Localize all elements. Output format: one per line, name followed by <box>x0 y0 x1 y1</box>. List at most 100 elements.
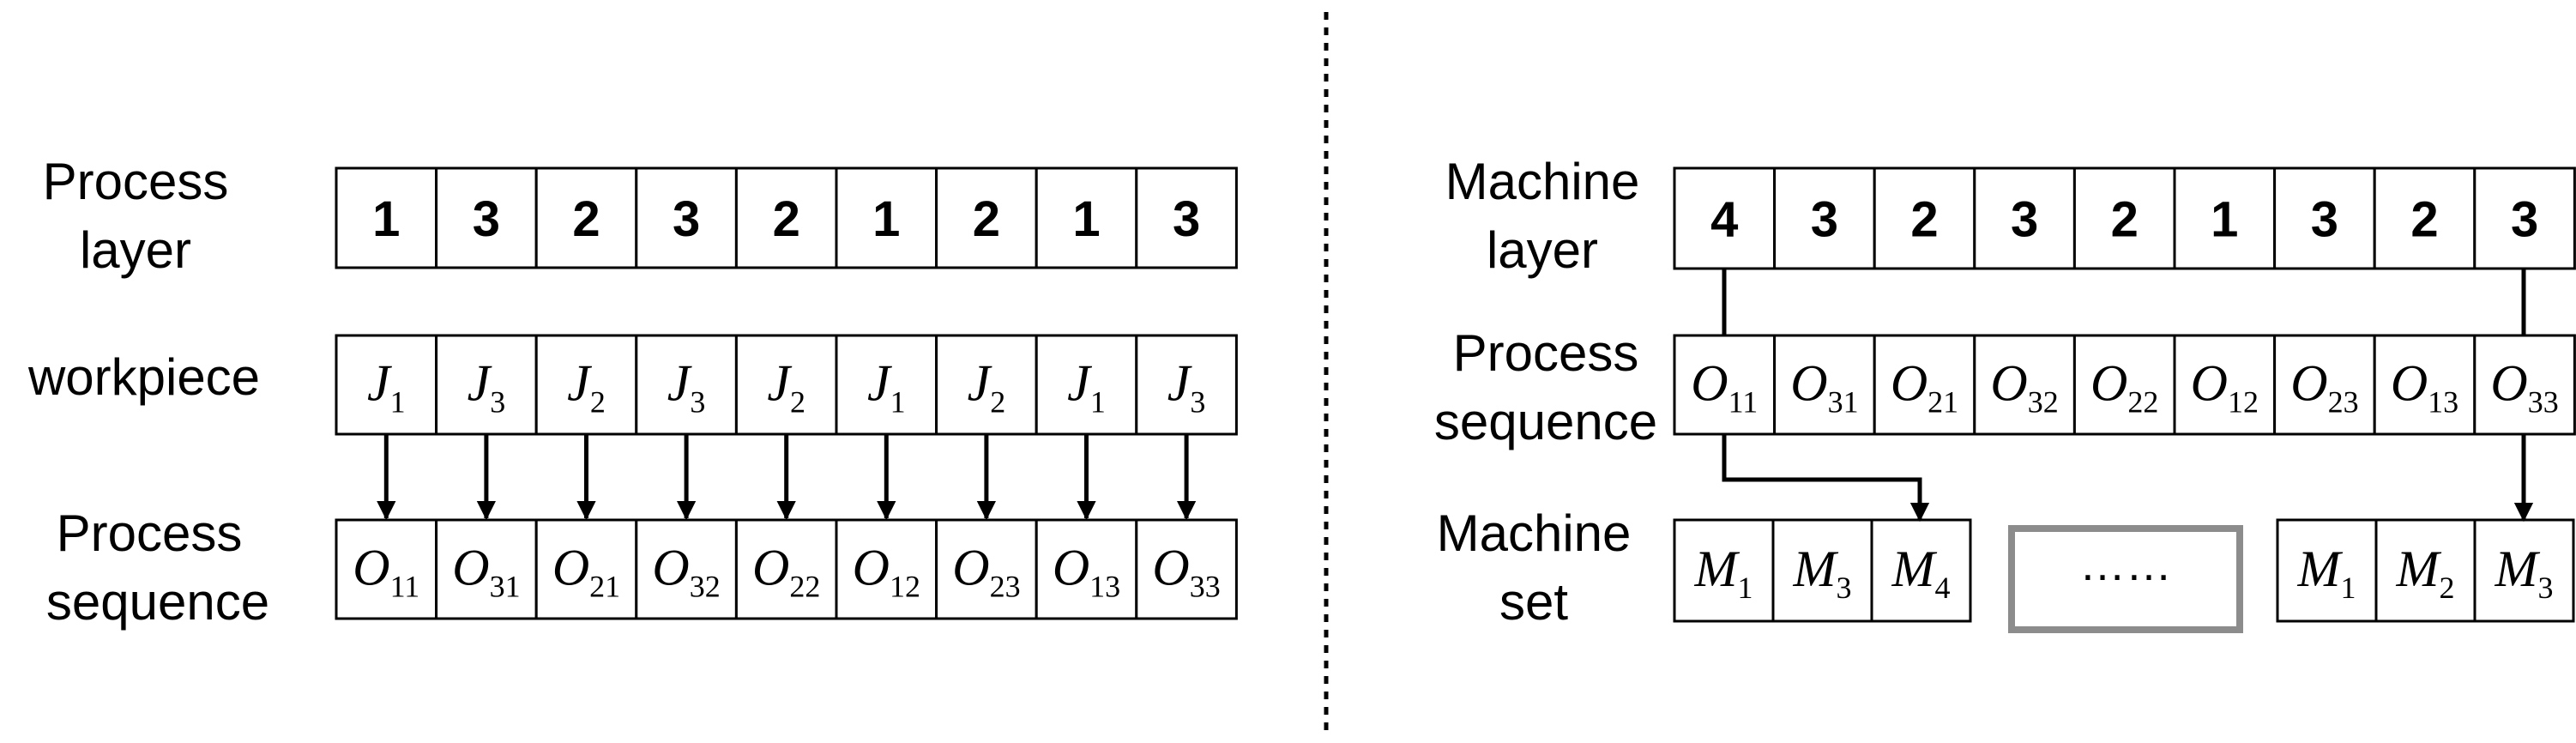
process-sequence-cell: O11 <box>335 518 438 620</box>
process-sequence-label-line2: sequence <box>46 573 269 631</box>
right-process-sequence-cell: O11 <box>1673 334 1777 436</box>
machine-layer-label-line1: Machine <box>1445 153 1640 210</box>
process-sequence-cell: O13 <box>1035 518 1138 620</box>
process-layer-cell-box <box>835 166 938 269</box>
process-layer-cell-box <box>734 166 838 269</box>
right-process-sequence-cell-box <box>1773 334 1876 436</box>
machine-layer-value: 4 <box>1710 192 1738 248</box>
machine-layer-cell: 2 <box>2072 166 2176 270</box>
machine-set-label-line2: set <box>1499 573 1568 631</box>
ellipsis-text: …… <box>2079 539 2172 590</box>
process-sequence-cell: O31 <box>435 518 538 620</box>
machine-layer-cell: 2 <box>2373 166 2476 270</box>
machine-set-last-symbol: M1 <box>2297 541 2356 605</box>
workpiece-label: workpiece <box>27 348 260 406</box>
right-process-sequence-cell: O22 <box>2072 334 2176 436</box>
workpiece-symbol: J2 <box>968 355 1006 420</box>
process-sequence-cell: O22 <box>734 518 838 620</box>
process-layer-cell-box <box>935 166 1038 269</box>
process-layer-cell: 1 <box>835 166 938 269</box>
machine-set-last-cell: M2 <box>2374 518 2476 623</box>
machine-layer-value: 2 <box>2410 192 2438 248</box>
workpiece-cell: J2 <box>935 334 1038 436</box>
workpiece-cell: J2 <box>534 334 638 436</box>
machine-set-first-cell: M4 <box>1870 518 1972 623</box>
process-layer-cell: 3 <box>635 166 738 269</box>
workpiece-cell: J1 <box>1035 334 1138 436</box>
right-process-sequence-cell: O23 <box>2273 334 2376 436</box>
machine-layer-cell-box <box>2273 166 2376 270</box>
process-layer-cell: 1 <box>1035 166 1138 269</box>
process-layer-cell: 1 <box>335 166 438 269</box>
right-process-sequence-cell-box <box>2273 334 2376 436</box>
process-layer-label-line2: layer <box>80 221 191 279</box>
process-layer-value: 3 <box>473 191 500 247</box>
right-process-sequence-cell-box <box>1873 334 1976 436</box>
process-layer-cell-box <box>335 166 438 269</box>
process-sequence-symbol: O32 <box>652 540 720 604</box>
workpiece-cell-box <box>1035 334 1138 436</box>
process-layer-value: 1 <box>1072 191 1100 247</box>
process-sequence-cell-box <box>935 518 1038 620</box>
process-layer-value: 3 <box>673 191 700 247</box>
machine-layer-value: 3 <box>2511 192 2538 248</box>
workpiece-symbol: J2 <box>767 355 805 420</box>
process-layer-value: 2 <box>572 191 600 247</box>
process-layer-cell-box <box>1135 166 1238 269</box>
machine-layer-label-line2: layer <box>1487 221 1598 279</box>
machine-layer-value: 3 <box>2011 192 2038 248</box>
process-sequence-label-line1: Process <box>57 504 243 562</box>
process-sequence-cell: O12 <box>835 518 938 620</box>
process-layer-value: 2 <box>773 191 800 247</box>
machine-layer-cell-box <box>2173 166 2277 270</box>
workpiece-cell: J1 <box>335 334 438 436</box>
machine-layer-cell-box <box>2072 166 2176 270</box>
process-layer-label-line1: Process <box>43 153 229 210</box>
process-sequence-cell: O33 <box>1135 518 1238 620</box>
process-sequence-cell: O23 <box>935 518 1038 620</box>
machine-connectors <box>1722 269 2534 523</box>
right-process-sequence-cell-box <box>2473 334 2576 436</box>
process-layer-cell-box <box>435 166 538 269</box>
left-panel: Process layer workpiece Process sequence… <box>27 153 1238 631</box>
right-panel: Machine layer Process sequence Machine s… <box>1434 153 2576 633</box>
process-layer-cell: 2 <box>935 166 1038 269</box>
machine-set-last-cell: M3 <box>2473 518 2575 623</box>
machine-set-first-cell-box <box>1870 518 1972 623</box>
workpiece-to-process-arrows <box>377 434 1197 521</box>
machine-layer-value: 2 <box>1910 192 1938 248</box>
process-sequence-cell-box <box>734 518 838 620</box>
machine-layer-cell-box <box>1773 166 1876 270</box>
process-sequence-cell-box <box>635 518 738 620</box>
machine-layer-value: 2 <box>2111 192 2139 248</box>
right-process-sequence-cell: O33 <box>2473 334 2576 436</box>
machine-set-last-cell-box <box>2374 518 2476 623</box>
workpiece-cell: J3 <box>1135 334 1238 436</box>
machine-layer-cell-box <box>2473 166 2576 270</box>
right-process-sequence-cell-box <box>2072 334 2176 436</box>
machine-set-label-line1: Machine <box>1437 504 1632 562</box>
process-layer-value: 1 <box>372 191 400 247</box>
machine-layer-value: 3 <box>2311 192 2338 248</box>
right-process-sequence-cell-box <box>1973 334 2076 436</box>
process-sequence-symbol: O22 <box>752 540 820 604</box>
right-process-sequence-symbol: O31 <box>1790 355 1858 420</box>
arrow-o11-to-m4 <box>1722 434 1930 523</box>
machine-layer-cell: 3 <box>2473 166 2576 270</box>
machine-layer-cell-box <box>1973 166 2076 270</box>
machine-set-last-cell-box <box>2473 518 2575 623</box>
process-sequence-cell: O32 <box>635 518 738 620</box>
ellipsis-box-frame <box>2008 525 2243 633</box>
machine-set-ellipsis-box: …… <box>2008 525 2243 633</box>
machine-layer-cell: 3 <box>1773 166 1876 270</box>
machine-layer-cell: 3 <box>2273 166 2376 270</box>
machine-layer-cell: 3 <box>1973 166 2076 270</box>
machine-layer-value: 1 <box>2211 192 2238 248</box>
process-sequence-symbol: O12 <box>853 540 920 604</box>
